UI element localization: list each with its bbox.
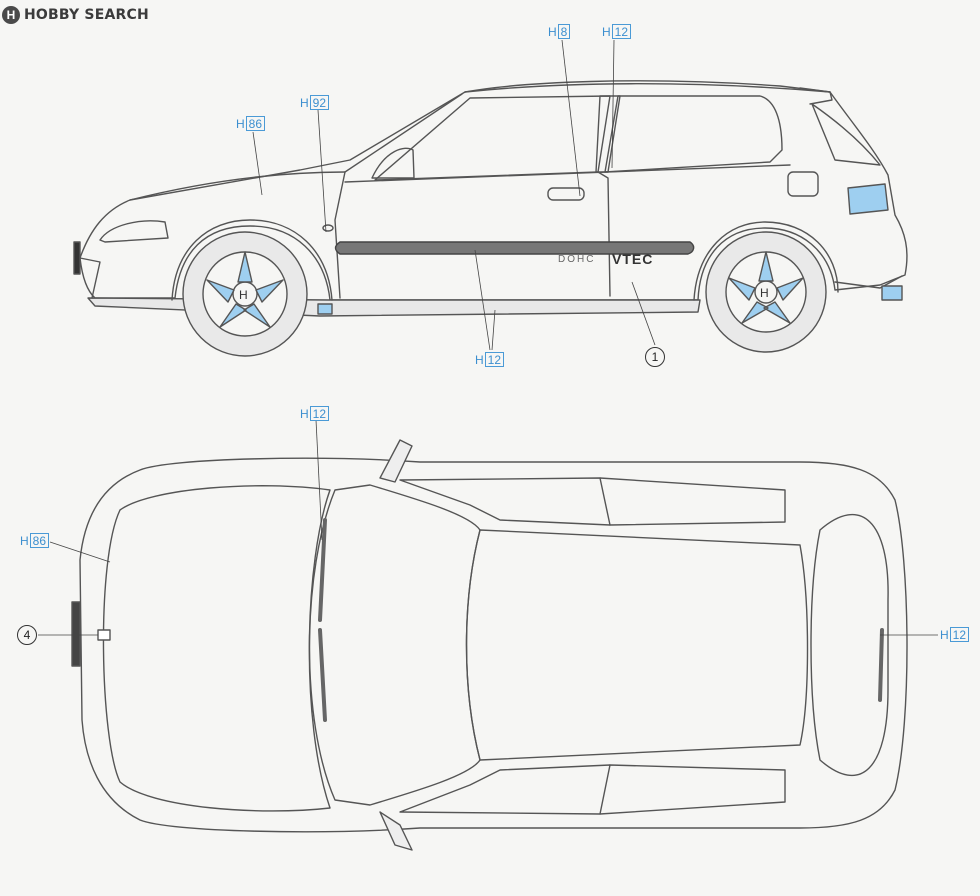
leader-side-skirt: [474, 249, 496, 351]
side-front-mudflap: [317, 303, 333, 315]
hobby-search-logo-icon: H: [2, 6, 20, 24]
top-front-plate: [71, 601, 81, 667]
top-hood-panel: [102, 485, 331, 812]
side-front-plate: [73, 241, 81, 275]
callout-top-hood: H 86: [20, 533, 50, 548]
side-rear-arch: [693, 221, 839, 301]
side-door-outline: [334, 171, 611, 299]
side-front-bumper: [79, 257, 101, 299]
side-rear-window: [604, 95, 783, 173]
top-view-car: [71, 439, 908, 851]
side-front-arch: [171, 219, 333, 301]
marker-circle-4: 4: [17, 625, 37, 645]
side-fuel-door: [787, 171, 819, 197]
side-door-molding: [334, 241, 695, 255]
callout-side-b-pillar: H 12: [602, 24, 632, 39]
leader-side-a-pillar: [317, 109, 327, 233]
side-mirror: [371, 147, 415, 179]
side-rear-bumper: [834, 275, 903, 289]
top-side-window-lower: [399, 764, 786, 815]
callout-side-hood: H 86: [236, 116, 266, 131]
rear-wheel-h-emblem: H: [760, 286, 769, 300]
front-wheel-h-emblem: H: [239, 288, 248, 302]
top-body-outline: [79, 457, 908, 833]
side-headlight: [99, 220, 169, 243]
top-front-emblem: [97, 629, 111, 641]
top-b-pillar-lower: [599, 764, 611, 815]
side-body-outline: [79, 80, 908, 301]
side-rear-hatch-glass: [811, 103, 881, 166]
side-door-vtec-text: VTEC: [612, 251, 653, 267]
top-rear-wiper: [878, 628, 884, 702]
side-rear-wheel: [705, 231, 827, 353]
top-mirror-lower: [379, 811, 413, 851]
top-windshield: [308, 484, 481, 806]
top-b-pillar-upper: [599, 477, 611, 526]
watermark-text: HOBBY SEARCH: [24, 7, 149, 23]
leader-side-b-pillar: [611, 39, 615, 169]
top-side-window-upper: [399, 477, 786, 526]
side-marker-light: [322, 224, 334, 232]
callout-top-rear-wiper: H 12: [940, 627, 970, 642]
leader-side-hood: [252, 131, 263, 196]
callout-top-windshield: H 12: [300, 406, 330, 421]
callout-side-a-pillar: H 92: [300, 95, 330, 110]
side-door-handle: [547, 187, 585, 201]
side-roof-line: [464, 83, 831, 93]
side-a-pillar: [344, 93, 463, 173]
top-mirror-upper: [379, 439, 413, 483]
side-rear-spoiler: [799, 87, 833, 105]
side-hood-line: [129, 171, 346, 201]
top-roof: [465, 529, 809, 761]
side-door-dohc-text: DOHC: [558, 254, 595, 265]
side-front-wheel: [182, 231, 308, 357]
callout-side-door-handle: H 8: [548, 24, 571, 39]
top-rear-glass: [810, 513, 889, 777]
side-belt-line: [344, 164, 791, 183]
callout-side-skirt: H 12: [475, 352, 505, 367]
side-skirt: [87, 297, 701, 317]
side-view-car: [73, 80, 908, 357]
leader-top-hood: [49, 541, 111, 563]
marker-circle-1: 1: [645, 347, 665, 367]
top-wipers: [318, 518, 327, 722]
hobby-search-watermark: H HOBBY SEARCH: [2, 4, 149, 26]
side-front-window: [374, 95, 611, 181]
side-tail-lamp: [847, 183, 889, 215]
leader-side-marker-1: [631, 281, 656, 346]
leader-side-door-handle: [561, 39, 581, 197]
leader-top-windshield: [315, 419, 323, 541]
side-rear-mudflap: [881, 285, 903, 301]
